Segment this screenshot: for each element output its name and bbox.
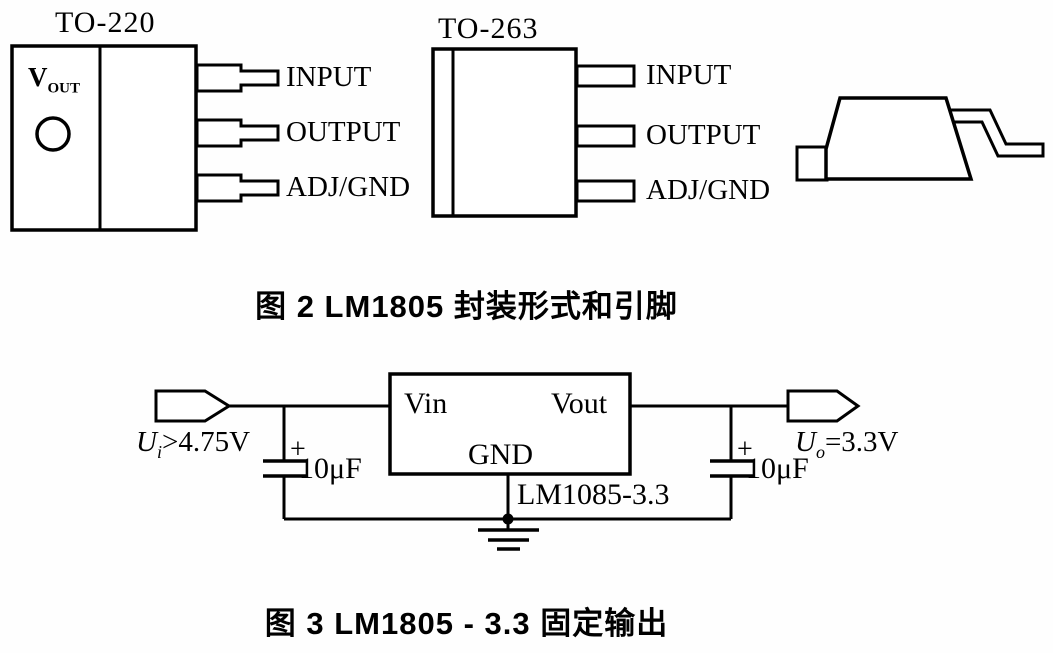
to220-pin-3 — [195, 173, 280, 203]
input-voltage-symbol: U — [136, 426, 157, 458]
regulator-box — [388, 372, 632, 476]
output-terminal-arrow — [786, 389, 861, 423]
to263-pin-3 — [575, 179, 636, 203]
to220-package-drawing — [10, 44, 280, 232]
to263-pin2-label: OUTPUT — [646, 119, 761, 151]
cap-left-polarity-sign: + — [290, 434, 306, 465]
to263-body — [431, 47, 578, 218]
input-terminal-arrow — [154, 389, 232, 423]
to263-pin1-label: INPUT — [646, 59, 732, 91]
to220-pin1-label: INPUT — [286, 61, 372, 93]
output-voltage-label: Uo=3.3V — [795, 426, 899, 463]
input-voltage-label: Ui>4.75V — [136, 426, 250, 463]
smd-body — [824, 96, 974, 181]
regulator-part-number: LM1085-3.3 — [517, 478, 670, 511]
regulator-vout-label: Vout — [551, 387, 608, 420]
to220-device-marking: VOUT — [28, 62, 80, 97]
to220-pin3-label: ADJ/GND — [286, 171, 411, 203]
to220-pin-2 — [195, 118, 280, 148]
to220-pin2-label: OUTPUT — [286, 116, 401, 148]
smd-tab — [795, 145, 829, 182]
output-voltage-value: =3.3V — [824, 426, 899, 458]
junction-dot — [502, 513, 514, 525]
smd-gullwing-lead — [948, 108, 1045, 158]
cap-right-polarity-sign: + — [737, 434, 753, 465]
regulator-gnd-label: GND — [468, 438, 533, 471]
to263-package-drawing — [431, 47, 636, 218]
marking-subscript: OUT — [47, 80, 81, 97]
figure2-caption: 图 2 LM1805 封装形式和引脚 — [255, 289, 678, 324]
to220-pin-1 — [195, 63, 280, 93]
cap-left-value-label: 10μF — [299, 452, 362, 485]
circuit-schematic — [154, 372, 861, 551]
to263-package-label: TO-263 — [438, 12, 539, 45]
to263-pin-1 — [575, 64, 636, 88]
cap-right-value-label: 10μF — [746, 452, 809, 485]
smd-package-side-view — [795, 96, 1045, 182]
output-voltage-symbol: U — [795, 426, 816, 458]
to220-mounting-hole — [35, 116, 71, 152]
to220-package-label: TO-220 — [55, 6, 156, 39]
to263-pin-2 — [575, 124, 636, 148]
marking-symbol: V — [28, 62, 48, 92]
to263-pin3-label: ADJ/GND — [646, 174, 771, 206]
regulator-vin-label: Vin — [404, 387, 448, 420]
figure3-caption: 图 3 LM1805 - 3.3 固定输出 — [264, 606, 669, 641]
input-voltage-value: >4.75V — [161, 426, 251, 458]
input-voltage-subscript: i — [156, 441, 162, 462]
output-voltage-subscript: o — [815, 441, 825, 462]
